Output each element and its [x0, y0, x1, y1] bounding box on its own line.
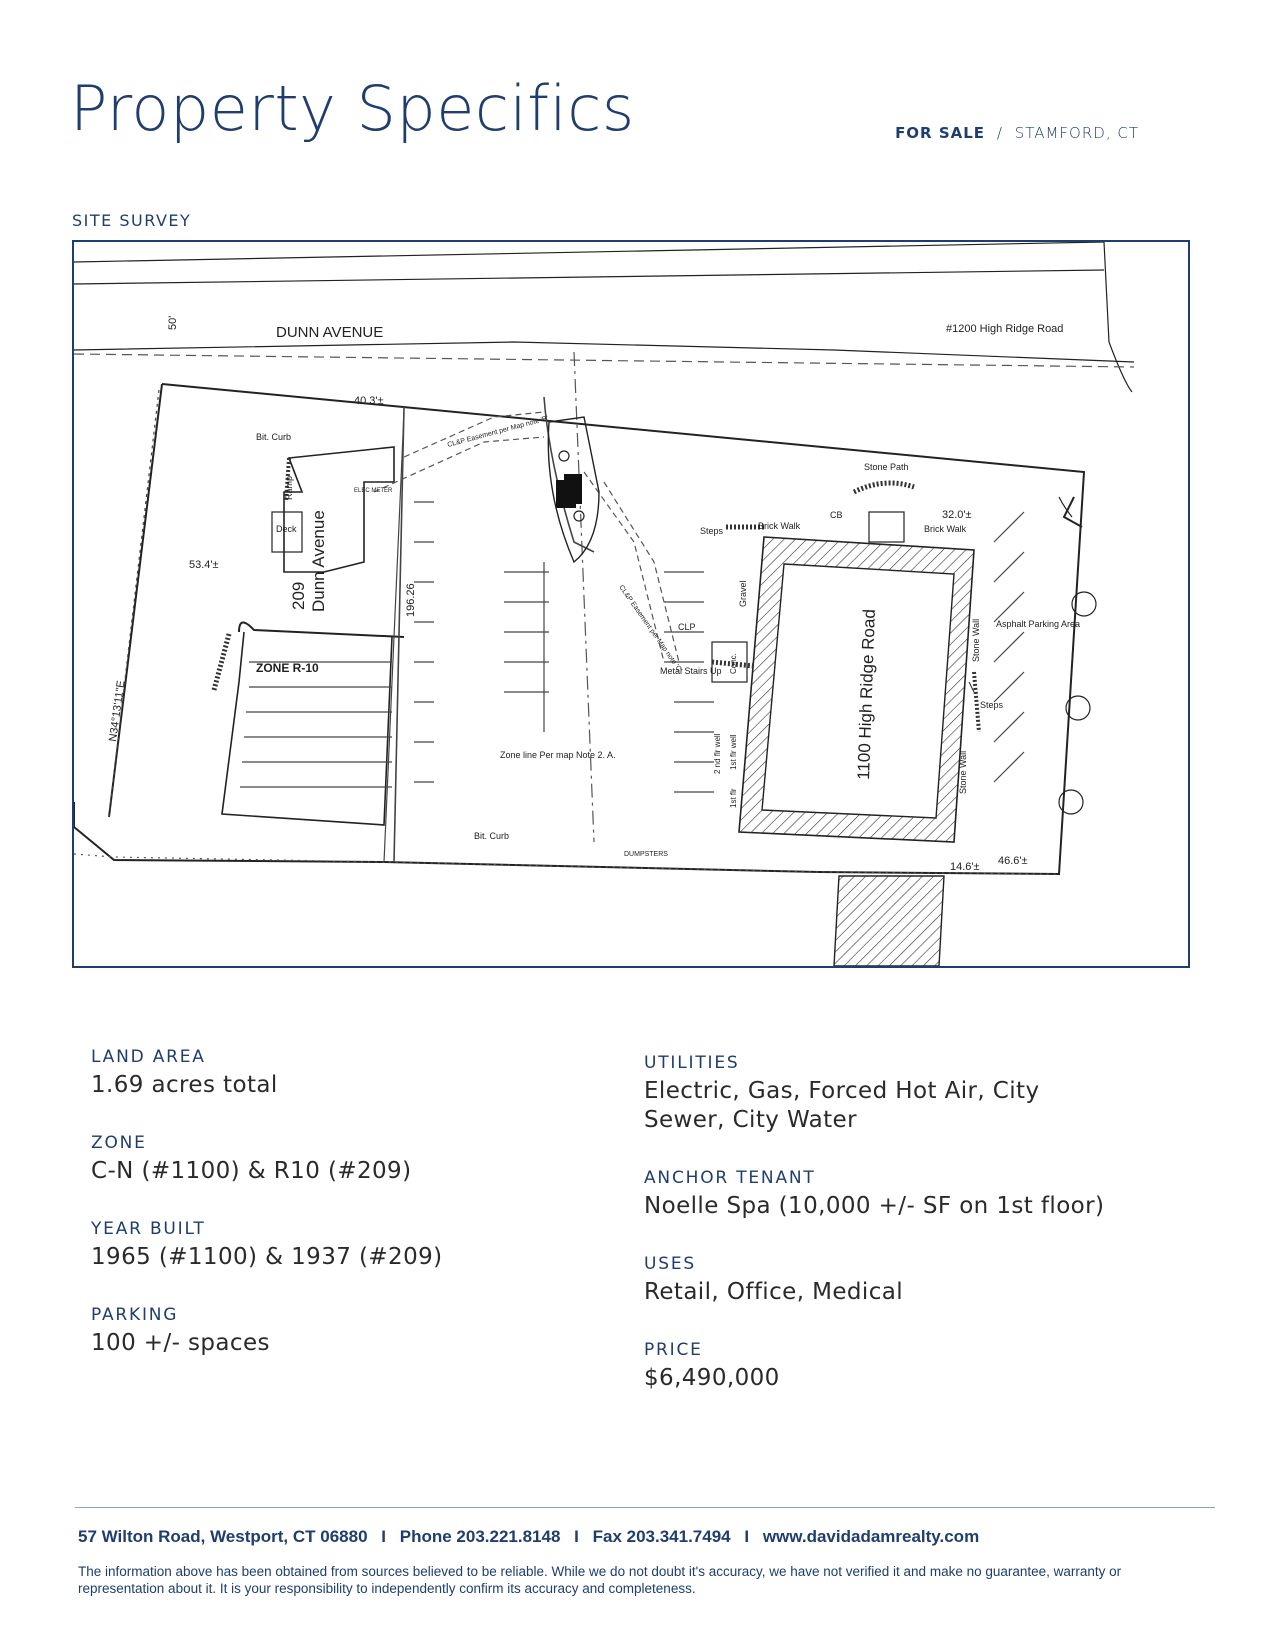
listing-tag: FOR SALE / STAMFORD, CT: [895, 124, 1139, 142]
dimension-53: 53.4'±: [189, 559, 219, 571]
catch-basin-label: CB: [830, 510, 843, 520]
island: [547, 416, 600, 564]
clp-label: CLP: [678, 622, 696, 632]
easement-note-b: CL&P Easement per Map note 'B': [447, 415, 549, 449]
spec-label: ANCHOR TENANT: [644, 1168, 816, 1188]
house-street: Dunn Avenue: [309, 510, 328, 612]
easement-note-c: CL&P Easement per Map note 'C': [617, 584, 683, 674]
metal-stairs-label: Metal Stairs Up: [660, 666, 722, 676]
spec-value: Retail, Office, Medical: [644, 1279, 904, 1305]
steps-label: Steps: [700, 526, 724, 536]
spec-parking: PARKING 100 +/- spaces: [91, 1305, 270, 1358]
spec-anchor-tenant: ANCHOR TENANT Noelle Spa (10,000 +/- SF …: [644, 1168, 1104, 1221]
bit-curb-label: Bit. Curb: [256, 432, 291, 442]
concrete-label: Conc.: [729, 653, 738, 674]
spec-label: LAND AREA: [91, 1047, 206, 1067]
street-label: DUNN AVENUE: [276, 324, 383, 341]
stone-wall-label-south: Stone Wall: [958, 751, 968, 794]
spec-price: PRICE $6,490,000: [644, 1340, 780, 1393]
first-floor-label: 1st flr: [729, 788, 738, 808]
fax-number: Fax 203.341.7494: [592, 1527, 731, 1546]
page-title: Property Specifics: [70, 72, 635, 145]
south-building: [833, 875, 945, 966]
footer-separator: I: [574, 1527, 579, 1546]
deck-label: Deck: [276, 524, 297, 534]
well-label-2nd: 2 nd flr well: [713, 733, 722, 774]
status-label: FOR SALE: [895, 124, 986, 142]
footer-separator: I: [744, 1527, 750, 1546]
dimension-14: 14.6'±: [950, 861, 980, 873]
disclaimer-text: The information above has been obtained …: [78, 1564, 1122, 1596]
location-label: STAMFORD, CT: [1014, 124, 1139, 142]
spec-value: $6,490,000: [644, 1365, 780, 1391]
stone-path-label: Stone Path: [864, 462, 909, 472]
spec-value: C-N (#1100) & R10 (#209): [91, 1158, 412, 1184]
gravel-label: Gravel: [738, 580, 748, 607]
spec-label: YEAR BUILT: [91, 1219, 206, 1239]
spec-label: ZONE: [91, 1133, 147, 1153]
spec-label: UTILITIES: [644, 1053, 740, 1073]
house-number: 209: [289, 582, 308, 610]
spec-uses: USES Retail, Office, Medical: [644, 1254, 903, 1307]
dimension-40: 40.3'±: [354, 395, 384, 407]
office-address: 57 Wilton Road, Westport, CT 06880: [78, 1527, 368, 1546]
spec-value: 100 +/- spaces: [91, 1330, 270, 1356]
brick-walk-label: Brick Walk: [758, 521, 801, 531]
spec-land-area: LAND AREA 1.69 acres total: [91, 1047, 278, 1100]
dumpsters-label: DUMPSTERS: [624, 851, 668, 858]
website-link[interactable]: www.davidadamrealty.com: [762, 1527, 980, 1546]
tag-separator: /: [996, 124, 1003, 142]
spec-label: USES: [644, 1254, 696, 1274]
asphalt-label: Asphalt Parking Area: [996, 619, 1080, 629]
site-survey-map: DUNN AVENUE #1200 High Ridge Road 50' 40…: [72, 240, 1190, 968]
dunn-avenue-house: [211, 446, 405, 826]
bearing-label: N34°13'11"E: [107, 680, 127, 743]
stone-wall-label: Stone Wall: [971, 619, 981, 662]
trees: [852, 480, 1097, 815]
steps-label-east: Steps: [980, 700, 1004, 710]
spec-value: Noelle Spa (10,000 +/- SF on 1st floor): [644, 1193, 1105, 1219]
dimension-32: 32.0'±: [942, 509, 972, 521]
bit-curb-label-south: Bit. Curb: [474, 831, 509, 841]
brick-walk-label-east: Brick Walk: [924, 524, 967, 534]
main-building: [711, 511, 981, 843]
row-width-label: 50': [167, 316, 179, 330]
spec-value: 1.69 acres total: [91, 1072, 278, 1098]
property-boundary: [74, 383, 1086, 876]
zone-line-note: Zone line Per map Note 2. A.: [500, 750, 616, 760]
spec-value: 1965 (#1100) & 1937 (#209): [91, 1244, 443, 1270]
footer-divider: [75, 1507, 1215, 1508]
spec-value: Electric, Gas, Forced Hot Air, City Sewe…: [644, 1078, 1040, 1133]
footer-contact: 57 Wilton Road, Westport, CT 06880 I Pho…: [78, 1527, 979, 1547]
elec-meter-label: ELEC METER: [354, 488, 393, 494]
spec-label: PRICE: [644, 1340, 703, 1360]
well-label-1st: 1st flr well: [729, 734, 738, 770]
spec-label: PARKING: [91, 1305, 179, 1325]
section-heading: SITE SURVEY: [72, 211, 192, 230]
footer-separator: I: [381, 1527, 386, 1546]
dimension-46: 46.6'±: [998, 855, 1028, 867]
parking-rows: [240, 351, 1025, 863]
easement-lines: [373, 411, 680, 663]
ramp-label: Ramp: [284, 476, 294, 500]
neighbor-address: #1200 High Ridge Road: [946, 323, 1063, 335]
zone-label: ZONE R-10: [256, 661, 319, 675]
road-lines: [74, 242, 1135, 393]
phone-number: Phone 203.221.8148: [399, 1527, 561, 1546]
spec-year-built: YEAR BUILT 1965 (#1100) & 1937 (#209): [91, 1219, 443, 1272]
spec-utilities: UTILITIES Electric, Gas, Forced Hot Air,…: [644, 1053, 1064, 1135]
spec-zone: ZONE C-N (#1100) & R10 (#209): [91, 1133, 411, 1186]
dimension-196: 196.26: [405, 583, 417, 617]
